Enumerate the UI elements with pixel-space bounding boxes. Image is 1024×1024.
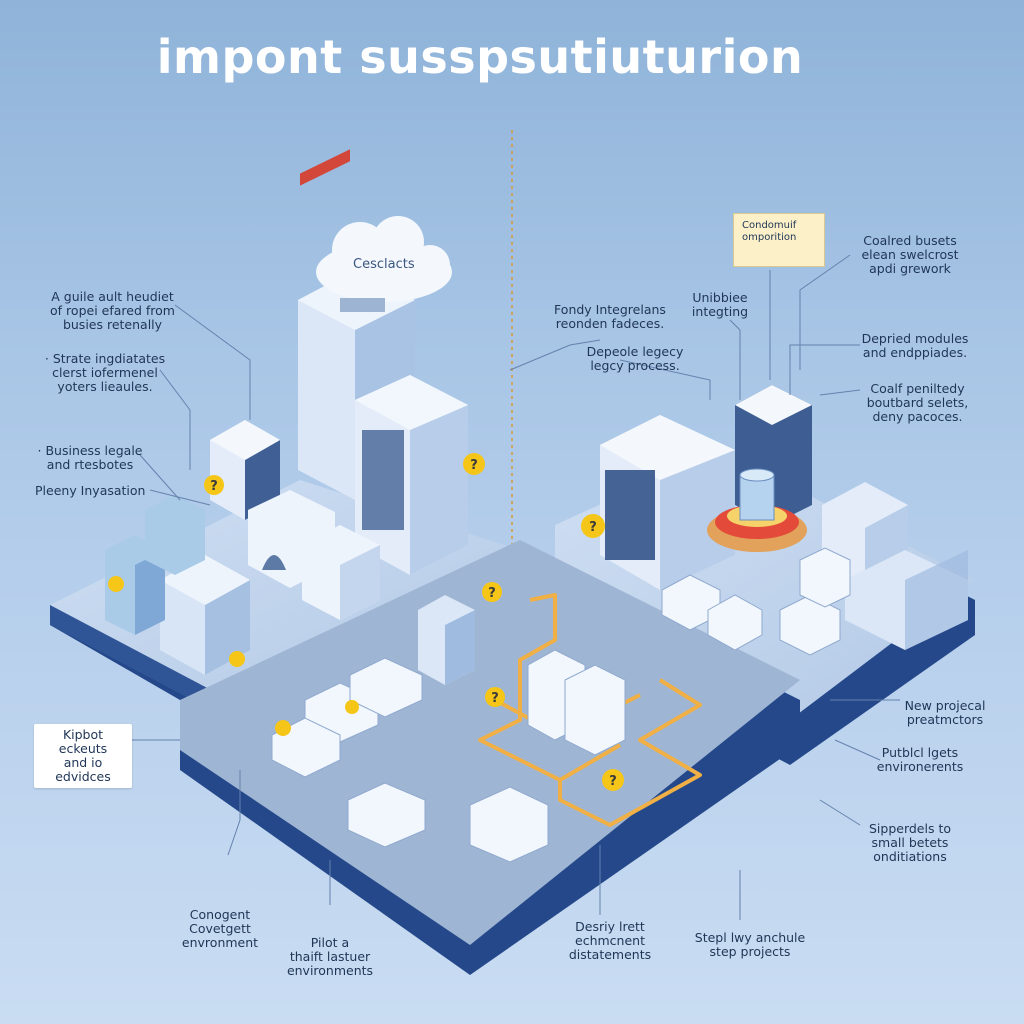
database-disc [707, 468, 807, 552]
svg-text:?: ? [491, 691, 499, 706]
svg-text:?: ? [589, 520, 597, 535]
svg-text:?: ? [488, 586, 496, 601]
label-right-lower-0: New projecal preatmctors [904, 698, 986, 727]
cloud-icon [316, 216, 452, 312]
label-right-lower-2: Sipperdels to small betets onditiations [868, 821, 952, 864]
label-left-2: · Business legale and rtesbotes [37, 443, 143, 472]
svg-text:?: ? [609, 774, 617, 789]
label-right-lower-1: Putblcl lgets environerents [876, 745, 964, 774]
server-cabinet [418, 595, 475, 685]
label-left-3: Pleeny Inyasation [35, 483, 146, 498]
label-bottom-0: Conogent Covetgett envronment [181, 907, 259, 950]
block-building-mid [302, 525, 380, 620]
note-card: Condomuif omporition [733, 213, 825, 267]
server-rack-left [210, 420, 280, 520]
server-block-right [600, 415, 735, 590]
cloud-label: Cesclacts [353, 257, 415, 272]
diagram-title: impont susspsutiuturion [156, 30, 804, 84]
stacked-blocks-left [105, 495, 205, 635]
label-center-2: Unibbiee integting [691, 290, 749, 319]
label-left-1: · Strate ingdiatates clerst iofermenel y… [44, 351, 166, 394]
label-center-0: Fondy Integrelans reonden fadeces. [554, 302, 666, 331]
label-left-boxed: Kipbot eckeuts and io edvidces [34, 724, 132, 788]
label-right-1: Depried modules and endppiades. [861, 331, 969, 360]
modules-bottom [271, 649, 626, 863]
svg-text:?: ? [210, 479, 218, 494]
modules-right [661, 547, 851, 656]
leader-lines [125, 254, 900, 920]
label-bottom-3: Stepl lwy anchule step projects [694, 930, 806, 959]
label-left-0: A guile ault heudiet of ropei efared fro… [50, 289, 175, 332]
label-right-0: Coalred busets elean swelcrost apdi grew… [861, 233, 959, 276]
label-bottom-1: Pilot a thaift lastuer environments [286, 935, 374, 978]
server-tower-left [355, 375, 468, 575]
bottom-platform [180, 540, 800, 975]
label-center-1: Depeole legecy legcy process. [586, 344, 684, 373]
label-bottom-2: Desriy lrett echmcnent distatements [568, 919, 652, 962]
label-right-2: Coalf peniltedy boutbard selets, deny pa… [866, 381, 969, 424]
question-badge-icon: ? ? ? ? ? ? [108, 453, 624, 791]
svg-text:?: ? [470, 458, 478, 473]
